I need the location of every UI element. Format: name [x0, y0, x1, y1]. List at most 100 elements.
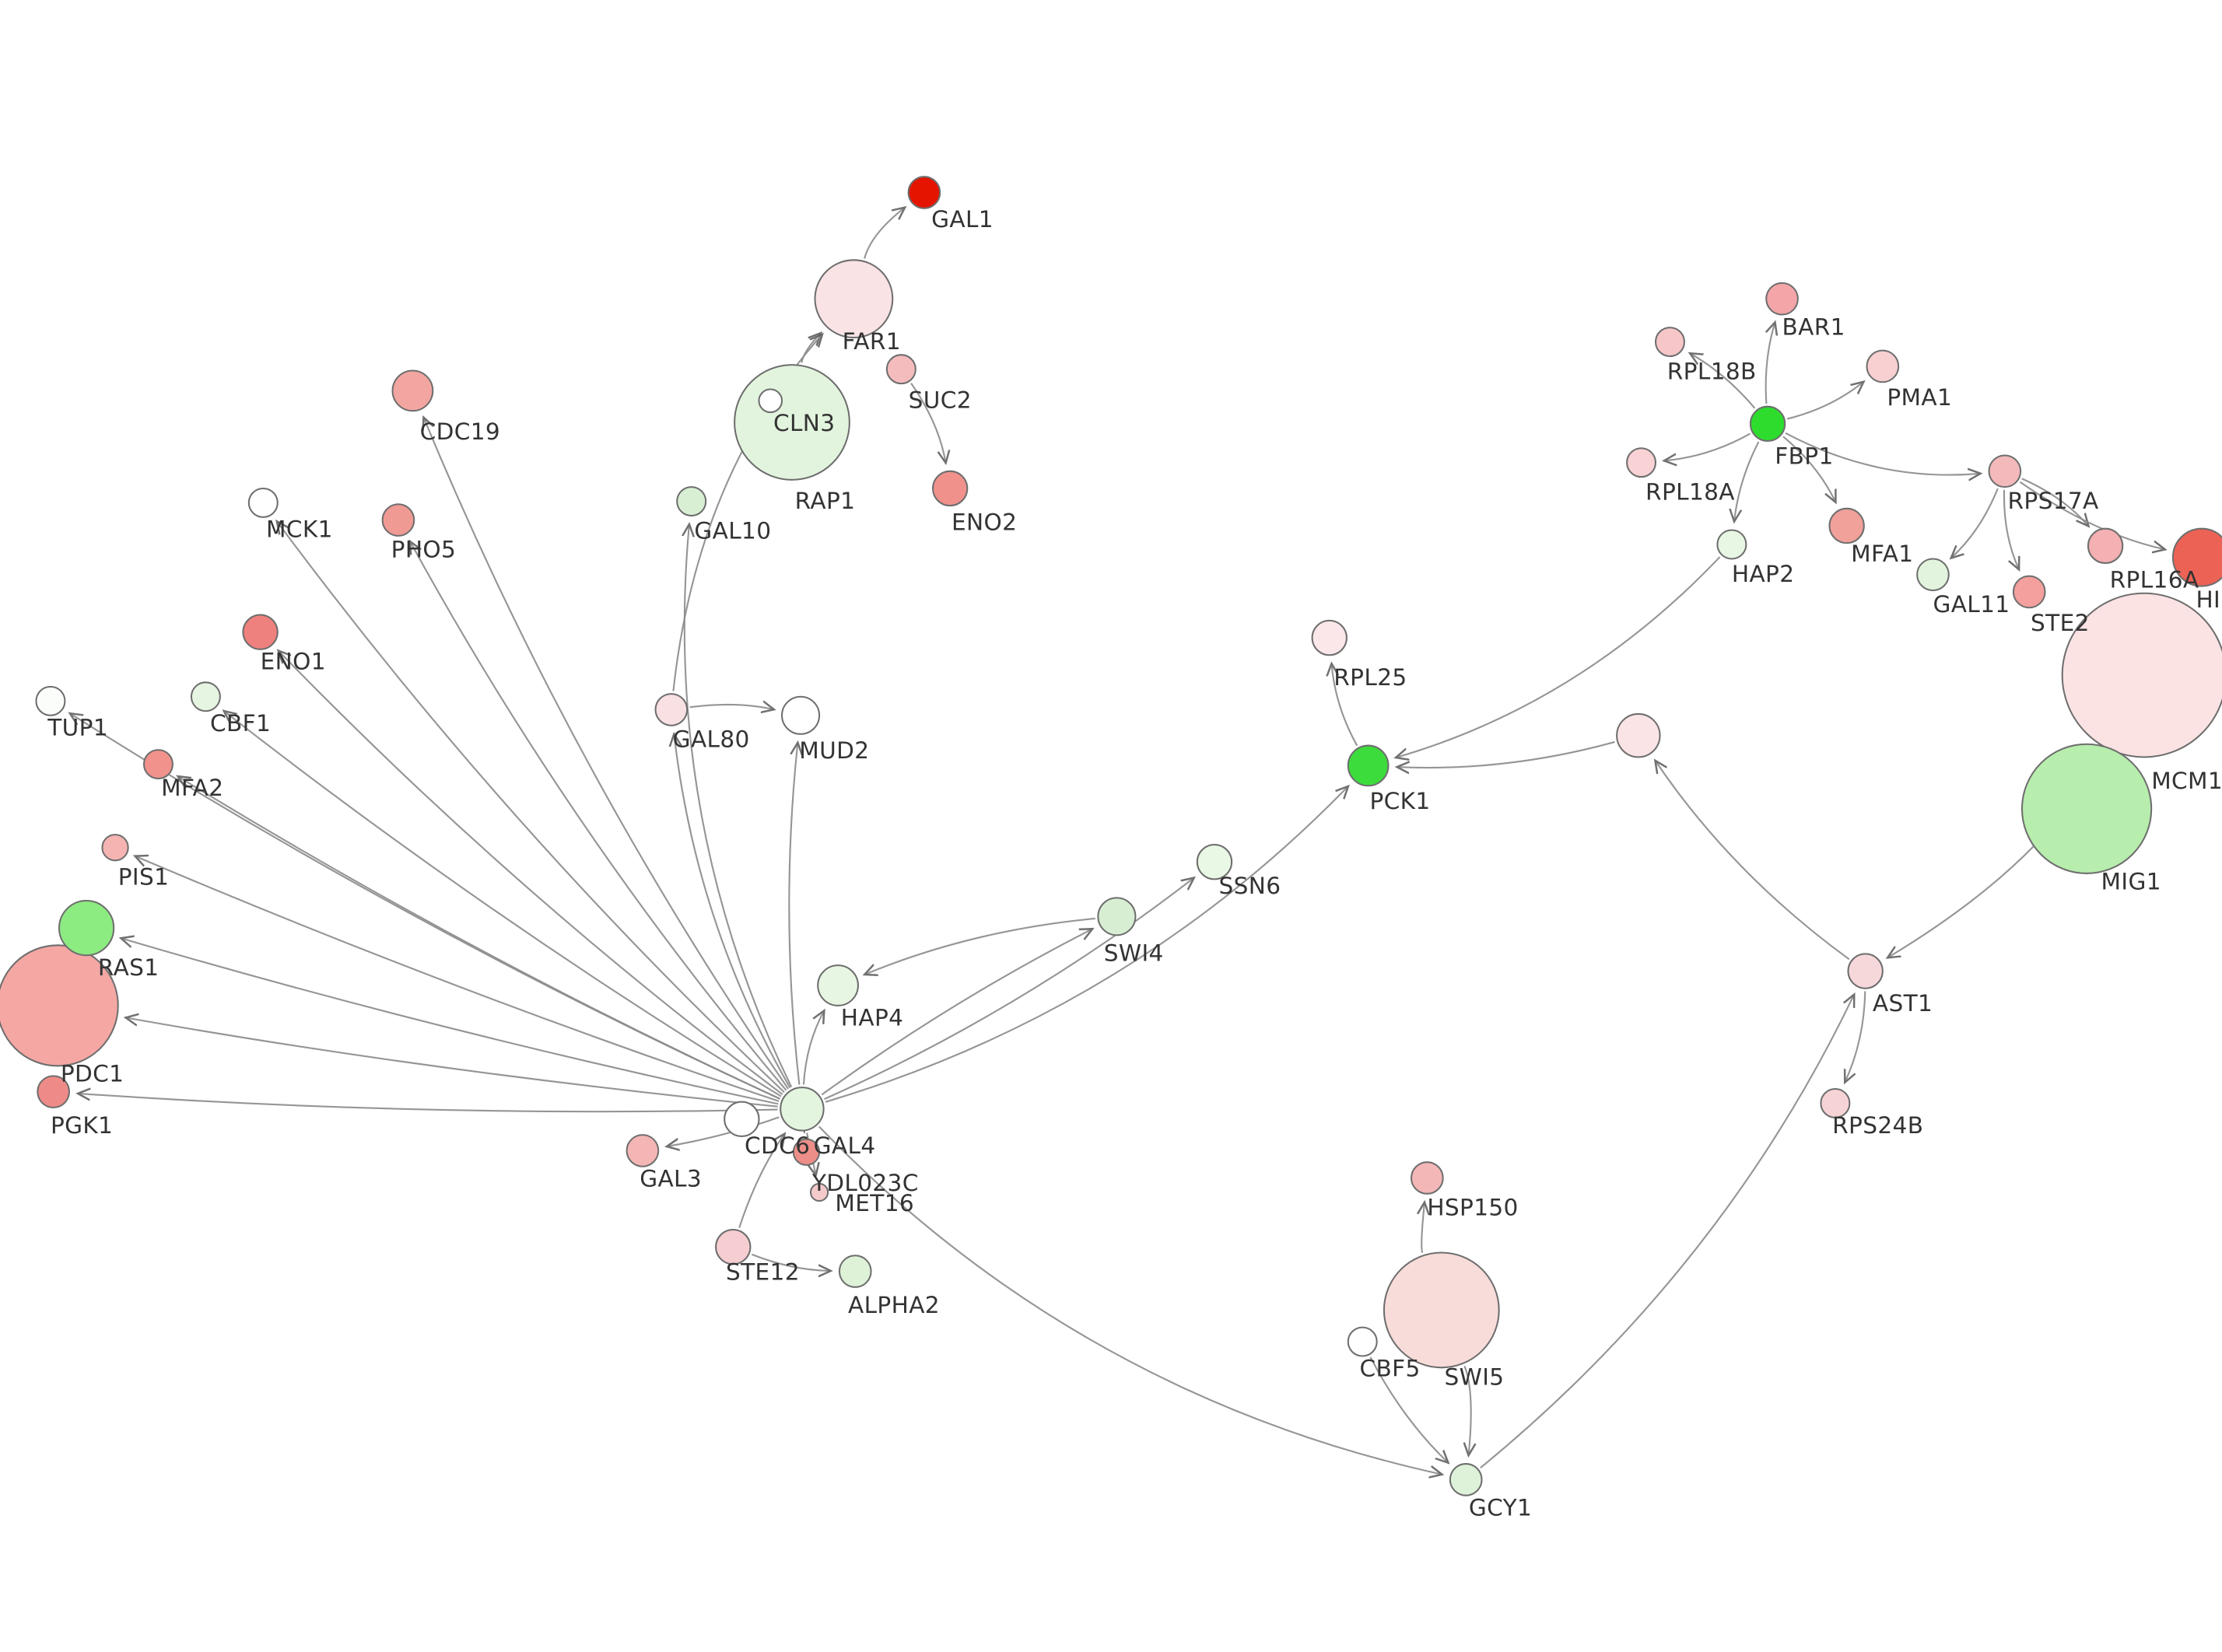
edge-PCK1-RPL25[interactable]	[1332, 663, 1358, 747]
node-pgk1[interactable]	[37, 1075, 70, 1109]
node-pis1[interactable]	[101, 834, 129, 862]
node-bar1[interactable]	[1765, 282, 1799, 316]
node-fbp1[interactable]	[1749, 405, 1786, 443]
node-hap4[interactable]	[817, 964, 859, 1006]
edge-GAL4-PHO5[interactable]	[410, 541, 787, 1091]
edge-GAL4-SWI4[interactable]	[821, 929, 1092, 1096]
node-rps24b[interactable]	[1820, 1087, 1851, 1118]
node-swi4[interactable]	[1097, 897, 1137, 936]
node-mig1[interactable]	[2020, 743, 2153, 874]
edge-SWI4-HAP4[interactable]	[864, 917, 1095, 975]
edge-RPS17A-STE2[interactable]	[2003, 489, 2019, 570]
edge-FAR1-GAL1[interactable]	[864, 208, 905, 259]
node-rpl18a[interactable]	[1626, 447, 1657, 478]
node-pdc1[interactable]	[0, 944, 119, 1067]
node-ras1[interactable]	[58, 900, 115, 957]
node-tup1[interactable]	[35, 685, 66, 716]
edge-GAL4-PGK1[interactable]	[78, 1094, 778, 1113]
edge-SWI5-HSP150[interactable]	[1421, 1202, 1425, 1254]
node-pck1[interactable]	[1347, 744, 1390, 787]
node-gal1[interactable]	[907, 176, 941, 209]
edge-GAL4-CBF1[interactable]	[224, 711, 782, 1097]
edge-FBP1-RPL18B[interactable]	[1690, 353, 1756, 409]
node-rpl16a[interactable]	[2087, 527, 2124, 565]
edge-GAL4-CDC19[interactable]	[423, 418, 790, 1090]
node-mud2[interactable]	[781, 695, 821, 735]
edge-GAL4-HAP4[interactable]	[802, 1010, 824, 1085]
node-ste12[interactable]	[715, 1228, 752, 1265]
edge-GAL80-MUD2[interactable]	[689, 705, 774, 709]
edge-GAL4-GCY1[interactable]	[818, 1125, 1442, 1474]
edge-SWI5-GCY1[interactable]	[1464, 1365, 1470, 1455]
edge-GAL4-PIS1[interactable]	[135, 856, 780, 1102]
edge-GAL4-MFA2[interactable]	[178, 776, 780, 1100]
node-pho5[interactable]	[381, 503, 415, 537]
node-gcy1[interactable]	[1449, 1463, 1483, 1496]
edge-HAP2-PCK1[interactable]	[1396, 556, 1721, 758]
node-his4[interactable]	[2171, 527, 2222, 587]
node-rpl25[interactable]	[1311, 619, 1348, 656]
node-met16[interactable]	[809, 1182, 829, 1202]
node-mfa1[interactable]	[1828, 507, 1865, 544]
edge-GAL4-PCK1[interactable]	[825, 786, 1348, 1103]
edge-AST1-N1[interactable]	[1655, 761, 1850, 961]
node-mck1[interactable]	[247, 487, 279, 518]
edge-GAL4-ENO1[interactable]	[279, 650, 783, 1095]
edge-AST1-RPS24B[interactable]	[1845, 991, 1866, 1082]
node-ydl023c[interactable]	[792, 1138, 821, 1166]
edge-GCY1-AST1[interactable]	[1480, 994, 1854, 1469]
node-cdc19[interactable]	[391, 369, 434, 412]
edge-FBP1-BAR1[interactable]	[1765, 322, 1775, 404]
node-ast1[interactable]	[1847, 953, 1884, 989]
node-rpl18b[interactable]	[1654, 327, 1685, 358]
edge-FBP1-HAP2[interactable]	[1734, 441, 1760, 522]
node-hap2[interactable]	[1716, 529, 1747, 560]
node-pma1[interactable]	[1866, 349, 1900, 383]
edge-FBP1-RPS17A[interactable]	[1785, 432, 1981, 475]
edge-FBP1-MFA1[interactable]	[1782, 436, 1835, 502]
edge-GAL4-GAL10[interactable]	[685, 524, 793, 1088]
node-cbf1[interactable]	[190, 681, 221, 712]
edge-FBP1-RPL18A[interactable]	[1664, 432, 1751, 461]
node-eno2[interactable]	[931, 470, 969, 507]
edge-GAL4-PDC1[interactable]	[126, 1017, 778, 1108]
node-suc2[interactable]	[885, 354, 916, 385]
node-mcm1[interactable]	[2061, 592, 2222, 758]
node-alpha2[interactable]	[838, 1255, 872, 1288]
node-label-gcy1: GCY1	[1469, 1495, 1532, 1521]
node-gal3[interactable]	[626, 1134, 660, 1167]
node-gal10[interactable]	[676, 486, 707, 517]
node-gal80[interactable]	[654, 693, 689, 726]
edge-STE12-ALPHA2[interactable]	[751, 1253, 831, 1271]
node-gal11[interactable]	[1916, 558, 1950, 592]
edge-GAL4-RAS1[interactable]	[121, 938, 779, 1105]
edge-N1-PCK1[interactable]	[1397, 740, 1615, 768]
node-cdc6[interactable]	[724, 1101, 760, 1137]
edge-GAL4-GAL3[interactable]	[667, 1116, 780, 1146]
node-mfa2[interactable]	[142, 749, 173, 780]
node-hsp150[interactable]	[1410, 1161, 1444, 1195]
edge-FBP1-PMA1[interactable]	[1786, 382, 1863, 420]
edge-RPS17A-GAL11[interactable]	[1951, 488, 1999, 558]
edge-GAL4-MCK1[interactable]	[277, 521, 785, 1094]
node-swi5[interactable]	[1383, 1251, 1500, 1369]
edge-STE12-GAL4[interactable]	[738, 1134, 784, 1228]
node-gal4[interactable]	[780, 1087, 825, 1132]
node-n1[interactable]	[1616, 712, 1661, 758]
node-rap1[interactable]	[758, 388, 783, 414]
node-ste2[interactable]	[2012, 575, 2046, 609]
edge-SUC2-ENO2[interactable]	[910, 383, 946, 464]
node-ssn6[interactable]	[1196, 843, 1233, 880]
edge-GAL4-SSN6[interactable]	[824, 877, 1194, 1101]
node-cbf5[interactable]	[1347, 1326, 1378, 1357]
edge-GAL4-GAL80[interactable]	[674, 734, 791, 1089]
edge-RPS17A-HIS4[interactable]	[2019, 481, 2165, 550]
edge-GAL4-MUD2[interactable]	[788, 743, 799, 1085]
edge-CBF5-GCY1[interactable]	[1369, 1356, 1448, 1463]
node-eno1[interactable]	[242, 614, 279, 650]
node-far1[interactable]	[814, 259, 894, 339]
node-rps17a[interactable]	[1988, 454, 2022, 488]
edge-GAL4-TUP1[interactable]	[70, 713, 780, 1100]
